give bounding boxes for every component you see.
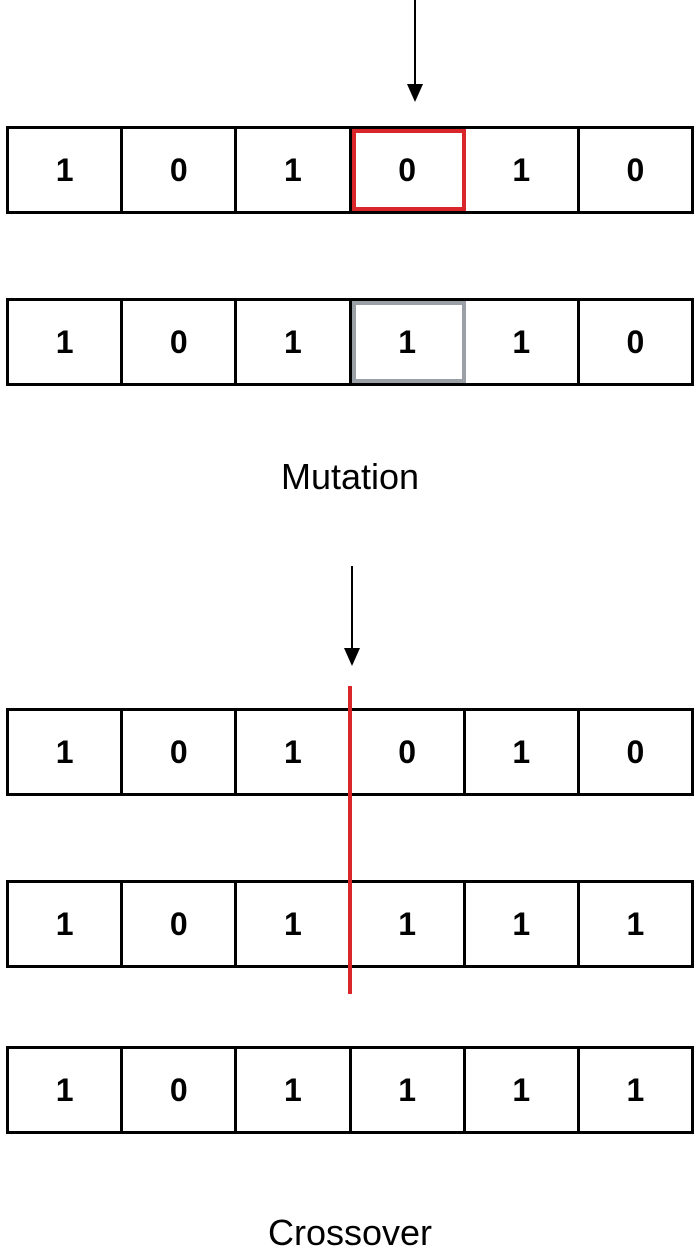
gene-cell: 0: [626, 151, 645, 188]
gene-cell: 1: [9, 1049, 124, 1131]
mutation-chromosome-before: 1 0 1 0 1 0: [6, 126, 694, 214]
gene-cell: 1: [237, 711, 352, 793]
gene-cell: 1: [237, 1049, 352, 1131]
crossover-offspring: 1 0 1 1 1 1: [6, 1046, 694, 1134]
gene-cell: 1: [237, 883, 352, 965]
mutated-gene-cell-before: 0: [351, 129, 466, 211]
gene-cell: 1: [352, 883, 466, 965]
gene-cell: 1: [9, 129, 124, 211]
gene-cell: 0: [123, 301, 238, 383]
gene-cell: 0: [123, 1049, 238, 1131]
mutation-chromosome-after: 1 0 1 1 1 0: [6, 298, 694, 386]
gene-cell: 1: [466, 129, 580, 211]
gene-cell: 1: [626, 905, 645, 942]
mutated-gene-cell-after: 1: [351, 301, 466, 383]
gene-cell: 1: [9, 883, 124, 965]
gene-cell: 1: [237, 301, 352, 383]
crossover-cut-line: [348, 686, 352, 994]
crossover-caption: Crossover: [267, 1212, 433, 1253]
gene-cell: 1: [237, 129, 352, 211]
gene-cell: 0: [352, 711, 466, 793]
gene-cell: 0: [123, 129, 238, 211]
mutation-caption: Mutation: [280, 456, 420, 497]
gene-cell: 1: [352, 1049, 466, 1131]
crossover-point-arrow: [344, 566, 360, 666]
gene-cell: 1: [626, 1071, 645, 1108]
gene-cell: 1: [466, 301, 580, 383]
gene-cell: 1: [466, 883, 580, 965]
gene-cell: 0: [123, 883, 238, 965]
gene-cell: 1: [466, 711, 580, 793]
gene-cell: 1: [466, 1049, 580, 1131]
gene-cell: 0: [123, 711, 238, 793]
gene-cell: 1: [9, 301, 124, 383]
gene-cell: 1: [9, 711, 124, 793]
gene-cell: 0: [626, 323, 645, 360]
mutation-point-arrow: [407, 0, 423, 102]
gene-cell: 0: [626, 733, 645, 770]
